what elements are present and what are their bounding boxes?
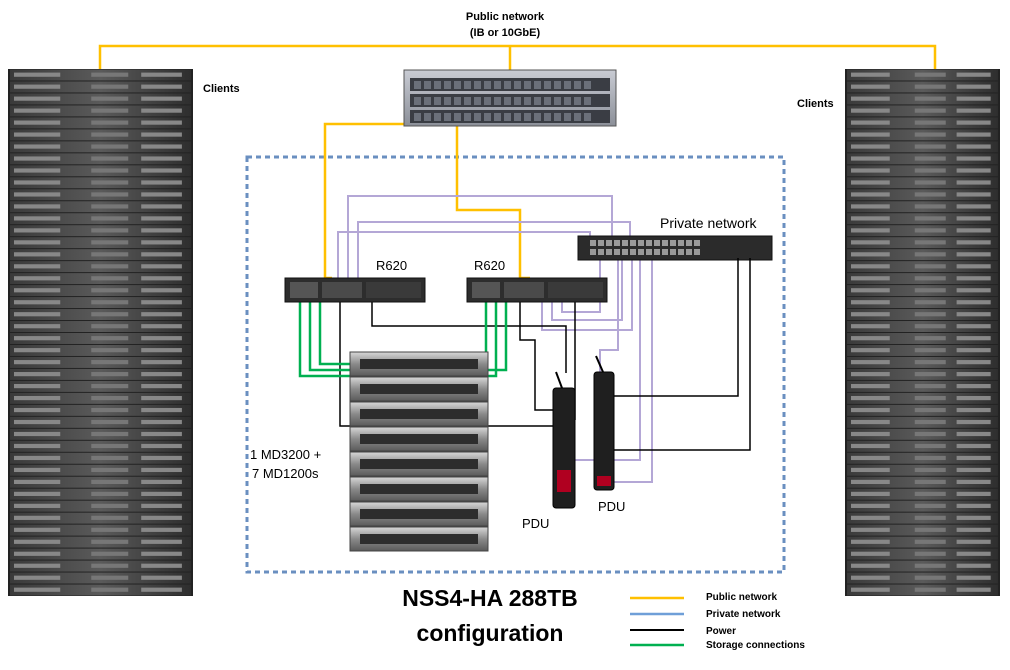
ha-boundary	[245, 155, 786, 574]
client-rack-left	[8, 69, 193, 596]
config-title-line2: configuration	[416, 620, 564, 646]
storage-connections	[298, 300, 508, 378]
private-network-switch	[577, 235, 773, 261]
config-title-line1: NSS4-HA 288TB	[402, 585, 578, 611]
legend	[630, 596, 684, 647]
pdu-a-label: PDU	[522, 516, 550, 531]
storage-stack	[349, 351, 489, 552]
core-switch	[403, 69, 617, 127]
storage-label-line1: 1 MD3200 +	[250, 447, 322, 462]
pdu-b	[593, 355, 615, 491]
clients-right-label: Clients	[797, 98, 834, 110]
server-r620-b	[466, 277, 608, 303]
pdu-a	[552, 371, 576, 509]
pdu-b-label: PDU	[598, 499, 626, 514]
private-network-label: Private network	[660, 215, 757, 231]
public-network-subtitle: (IB or 10GbE)	[469, 27, 541, 39]
server-a-label: R620	[376, 258, 408, 273]
public-network-title: Public network	[465, 11, 545, 23]
client-rack-right	[845, 69, 1000, 596]
legend-power: Power	[706, 626, 737, 637]
legend-public-network: Public network	[706, 592, 778, 603]
clients-left-label: Clients	[203, 83, 240, 95]
legend-private-network: Private network	[706, 609, 781, 620]
server-b-label: R620	[474, 258, 506, 273]
server-r620-a	[284, 277, 426, 303]
storage-label-line2: 7 MD1200s	[252, 466, 319, 481]
legend-storage-connections: Storage connections	[706, 640, 805, 651]
